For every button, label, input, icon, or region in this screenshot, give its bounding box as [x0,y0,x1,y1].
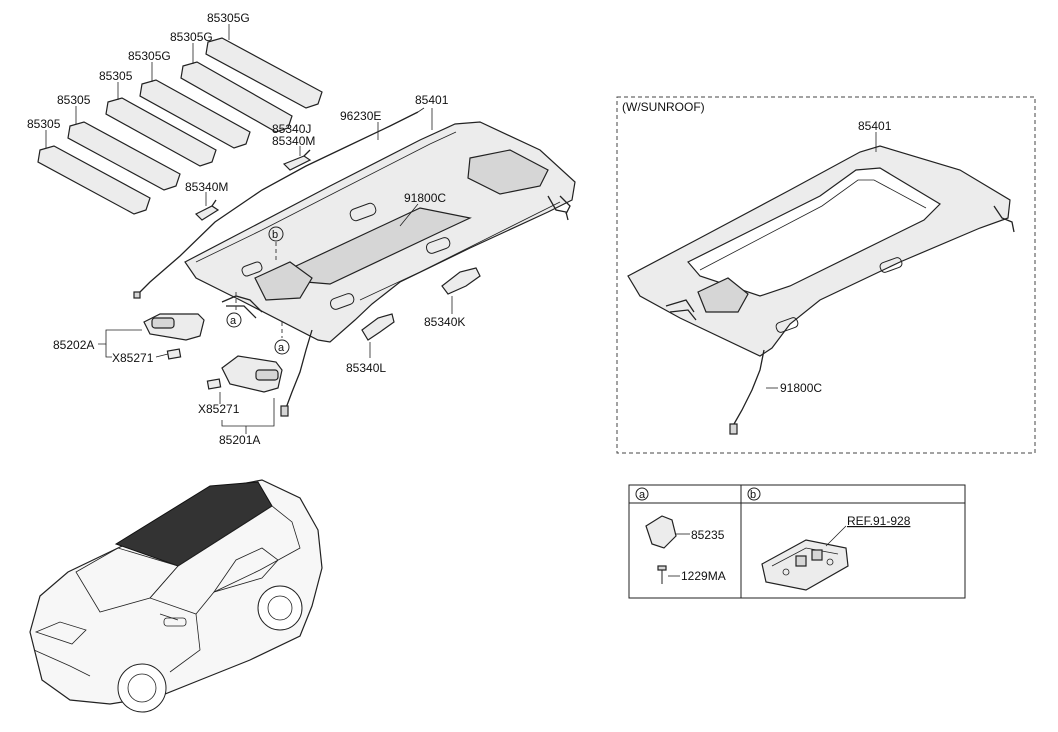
roof-lamp-icon[interactable] [761,539,849,591]
legend-col-b: b [750,489,756,501]
label-85305-mid[interactable]: 85305 [57,93,91,107]
callout-a-circle-2[interactable] [274,339,290,355]
strip-85305g-2[interactable] [180,61,293,133]
sr-console [697,277,749,313]
strip-leaders [45,24,230,148]
label-x85271-upper[interactable]: X85271 [112,351,154,365]
callout-a-2: a [278,342,285,354]
label-sunroof-91800c[interactable]: 91800C [780,381,822,395]
label-85202a[interactable]: 85202A [53,338,94,352]
callout-b-circle[interactable] [268,226,284,242]
label-x85271-lower[interactable]: X85271 [198,402,240,416]
strip-85305-2[interactable] [67,121,181,191]
screw-1229ma-icon[interactable] [657,565,667,584]
console-area [254,261,313,301]
label-sunroof-85401[interactable]: 85401 [858,119,892,133]
legend-ref-link[interactable]: REF.91-928 [847,514,911,528]
label-85201a[interactable]: 85201A [219,433,260,447]
sunvisor-85202a[interactable] [143,313,205,360]
label-96230e[interactable]: 96230E [340,109,381,123]
headlining-pad [467,149,549,195]
legend-table: a b 85235 1229MA REF.91-928 [628,484,966,599]
strip-85305-1[interactable] [37,145,151,215]
label-85401[interactable]: 85401 [415,93,449,107]
sunroof-box [616,96,1036,454]
label-85340m-left[interactable]: 85340M [185,180,228,194]
strip-85305g-1[interactable] [139,79,251,149]
label-85340j[interactable]: 85340J [272,122,311,136]
callout-a-1: a [230,315,237,327]
harness-91800c[interactable] [221,295,313,417]
main-leaders [205,108,453,358]
label-85305g-low[interactable]: 85305G [128,49,171,63]
callout-b: b [272,229,278,241]
grip-85340j[interactable] [282,149,312,171]
sunvisor-85201a[interactable] [206,355,283,393]
legend-col-a: a [639,489,646,501]
label-85305-top[interactable]: 85305 [99,69,133,83]
grip-85340m[interactable] [194,199,220,221]
legend-part-85235[interactable]: 85235 [691,528,725,542]
label-85340l[interactable]: 85340L [346,361,386,375]
label-85305g-mid[interactable]: 85305G [170,30,213,44]
sunshade-strips [37,37,323,215]
label-85340k[interactable]: 85340K [424,315,465,329]
label-85305-low[interactable]: 85305 [27,117,61,131]
callout-a-circle-1[interactable] [226,312,242,328]
vehicle-illustration [29,479,323,713]
part-85235-icon[interactable] [645,515,677,549]
grip-85340k[interactable] [441,267,481,295]
grip-85340l[interactable] [361,313,395,341]
legend-part-1229ma[interactable]: 1229MA [681,569,726,583]
headlining-main[interactable] [184,121,576,343]
headlining-sunroof[interactable] [627,145,1015,357]
strip-85305g-3[interactable] [205,37,323,109]
label-85340m-top[interactable]: 85340M [272,134,315,148]
strip-85305-3[interactable] [105,97,217,167]
label-85305g-top[interactable]: 85305G [207,11,250,25]
antenna-96230e[interactable] [133,107,425,299]
sunroof-title: (W/SUNROOF) [622,100,705,114]
visor-leaders [98,329,275,434]
harness-91800c-sunroof[interactable] [729,349,765,435]
label-91800c[interactable]: 91800C [404,191,446,205]
